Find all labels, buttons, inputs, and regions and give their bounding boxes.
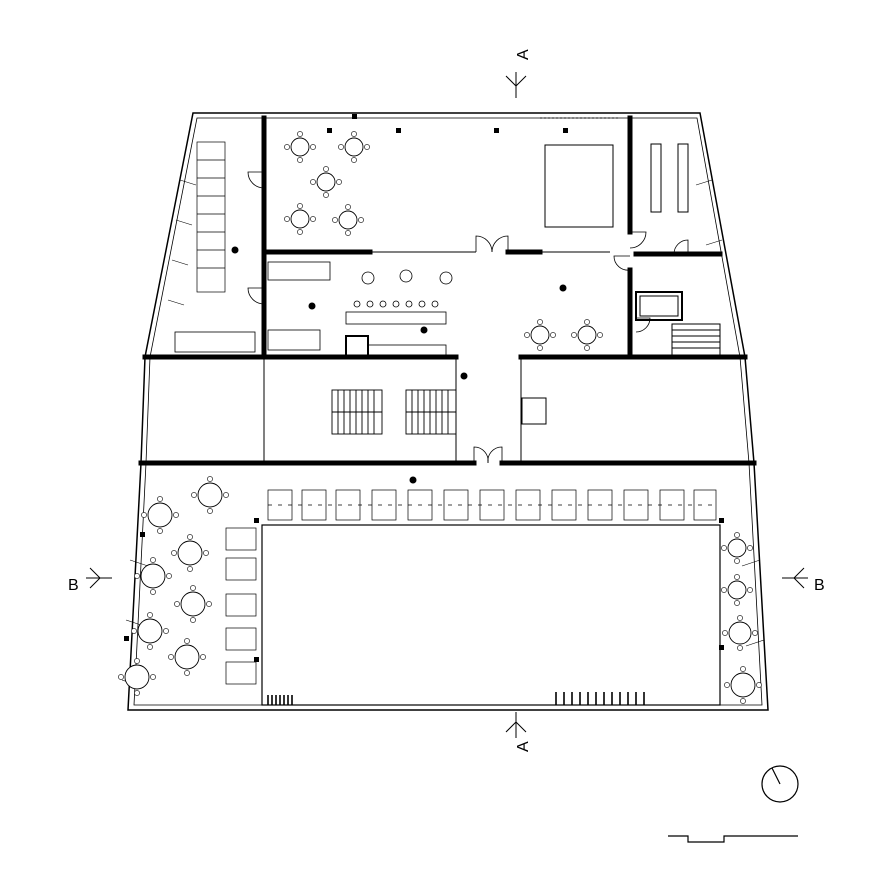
service-core — [635, 291, 721, 357]
stage-platform — [540, 117, 689, 228]
banquet-tables-left — [225, 527, 257, 685]
building-outline — [121, 112, 769, 711]
cafe-furniture — [174, 261, 453, 358]
round-tables-lower-right — [727, 538, 756, 698]
person-figures — [231, 246, 567, 484]
section-label-a-top: A — [515, 49, 532, 60]
person-icon — [559, 284, 567, 292]
side-seating-upper — [196, 141, 226, 293]
north-arrow-icon — [761, 765, 799, 803]
walls — [138, 115, 757, 466]
person-icon — [409, 476, 417, 484]
section-label-a-bottom: A — [515, 741, 532, 752]
section-label-b-left: B — [68, 577, 79, 594]
section-marker-a-top — [505, 72, 527, 98]
scale-bar-icon — [668, 835, 798, 843]
lobby-column-block — [521, 397, 547, 425]
lobby-stairs — [331, 389, 457, 435]
person-icon — [420, 326, 428, 334]
section-label-b-right: B — [814, 577, 825, 594]
main-hall-floor — [261, 524, 721, 706]
chairs-upper — [284, 131, 603, 351]
banquet-tables-row — [267, 489, 717, 521]
section-marker-b-left — [86, 567, 112, 589]
bottom-openings — [267, 692, 645, 705]
person-icon — [460, 372, 468, 380]
person-icon — [231, 246, 239, 254]
round-tables-lower-left — [124, 482, 223, 690]
round-tables-upper — [290, 137, 597, 345]
section-marker-b-right — [782, 567, 808, 589]
chairs-lower-right — [721, 532, 762, 704]
columns — [124, 114, 724, 662]
doors — [247, 171, 689, 464]
chairs-lower-left — [118, 476, 229, 696]
section-marker-a-bottom — [505, 712, 527, 738]
person-icon — [308, 302, 316, 310]
